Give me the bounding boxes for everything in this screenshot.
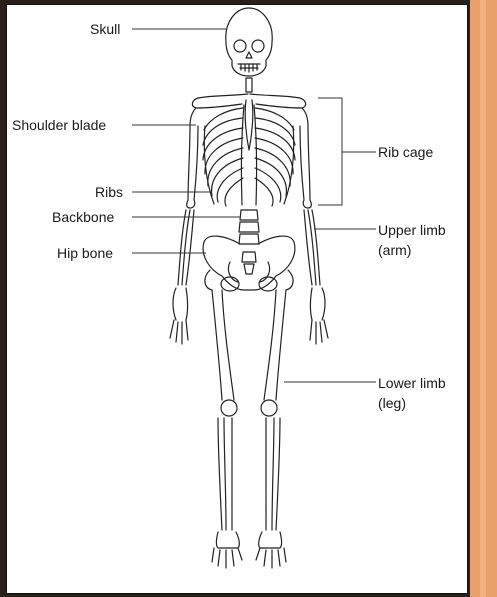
ribs-label: Ribs xyxy=(95,184,123,200)
skull-shape xyxy=(226,8,272,76)
lower-limb-sublabel: (leg) xyxy=(378,395,406,411)
upper-limb-label: Upper limb xyxy=(378,222,446,238)
right-leg-shape xyxy=(256,270,293,568)
hip-bone-label: Hip bone xyxy=(57,245,113,261)
right-arm-shape xyxy=(300,108,328,344)
left-arm-shape xyxy=(170,108,198,344)
rib-cage-shape xyxy=(203,108,295,206)
spine-shape xyxy=(239,78,259,244)
left-leg-shape xyxy=(205,270,242,568)
rib-cage-label: Rib cage xyxy=(378,144,433,160)
backbone-label: Backbone xyxy=(52,209,114,225)
lower-limb-label: Lower limb xyxy=(378,375,446,391)
upper-limb-sublabel: (arm) xyxy=(378,242,411,258)
skull-label: Skull xyxy=(90,21,120,37)
rib-cage-bracket xyxy=(318,98,342,205)
shoulder-blade-label: Shoulder blade xyxy=(12,117,106,133)
